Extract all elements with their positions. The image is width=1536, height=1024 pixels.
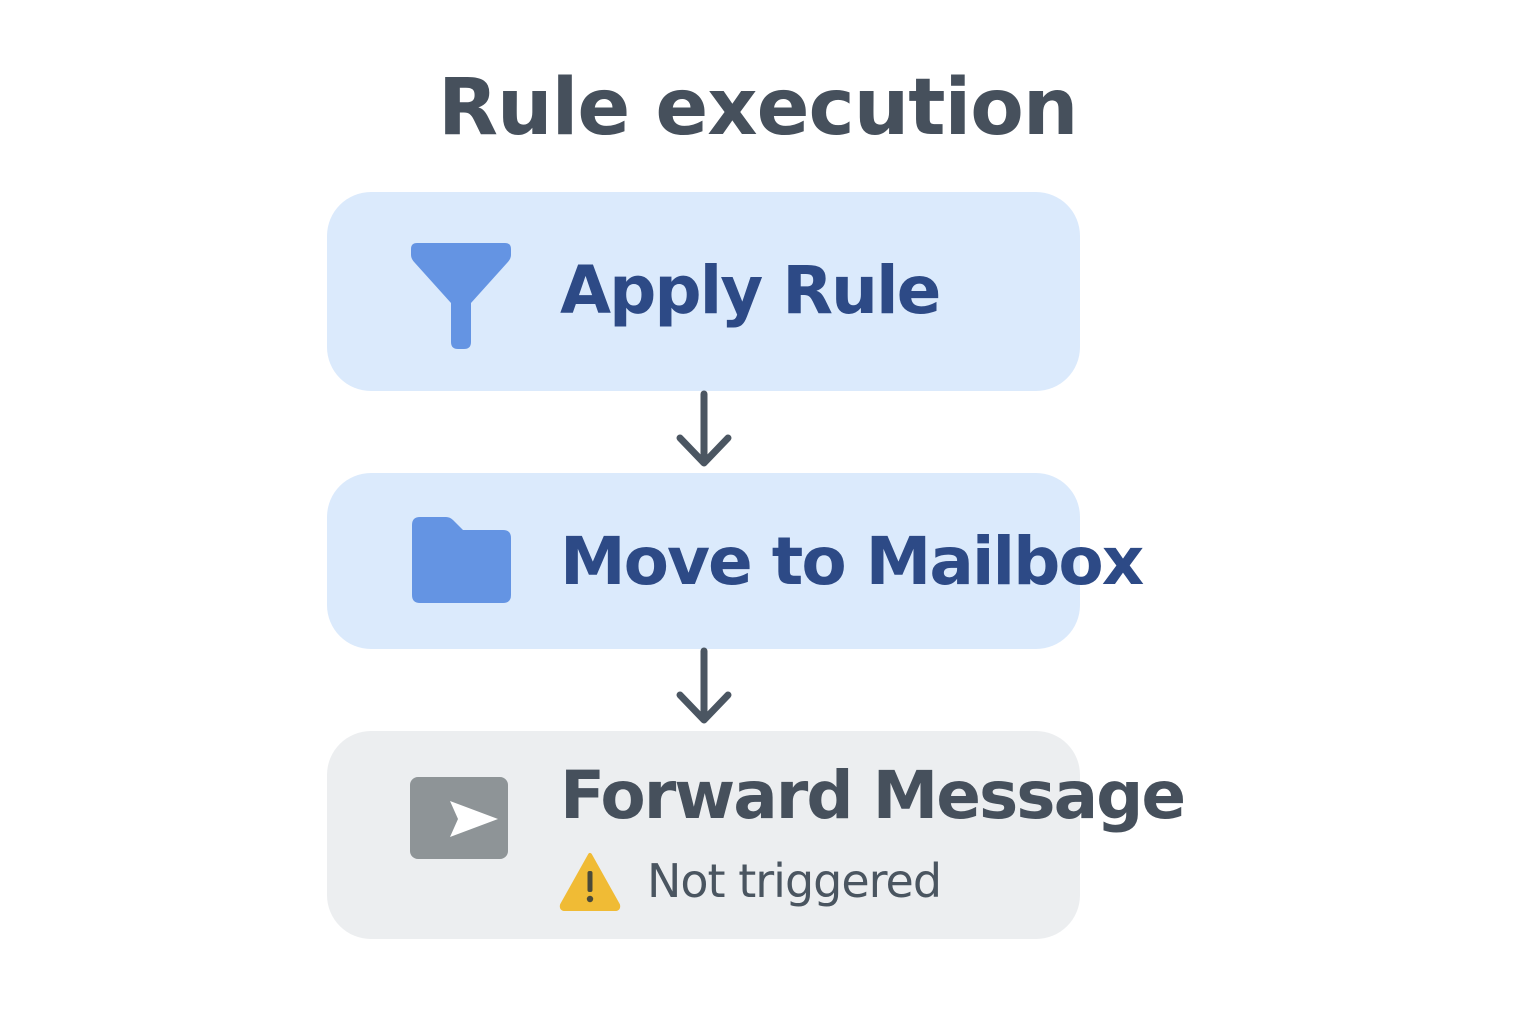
step-apply-rule: Apply Rule [327,192,1080,391]
filter-icon [411,243,511,349]
warning-icon [559,853,621,911]
status-text: Not triggered [647,854,942,908]
folder-icon [412,517,511,603]
step-forward-message: Forward Message Not triggered [327,731,1186,939]
status-badge: Not triggered [559,849,942,913]
arrow-down-icon [676,390,732,467]
step-label: Forward Message [560,757,1186,834]
step-label: Move to Mailbox [560,523,1144,600]
step-label: Apply Rule [560,252,941,329]
step-move-to-mailbox: Move to Mailbox [327,473,1144,649]
diagram-title: Rule execution [438,63,1078,153]
send-icon [410,777,508,859]
arrow-down-icon [676,647,732,724]
